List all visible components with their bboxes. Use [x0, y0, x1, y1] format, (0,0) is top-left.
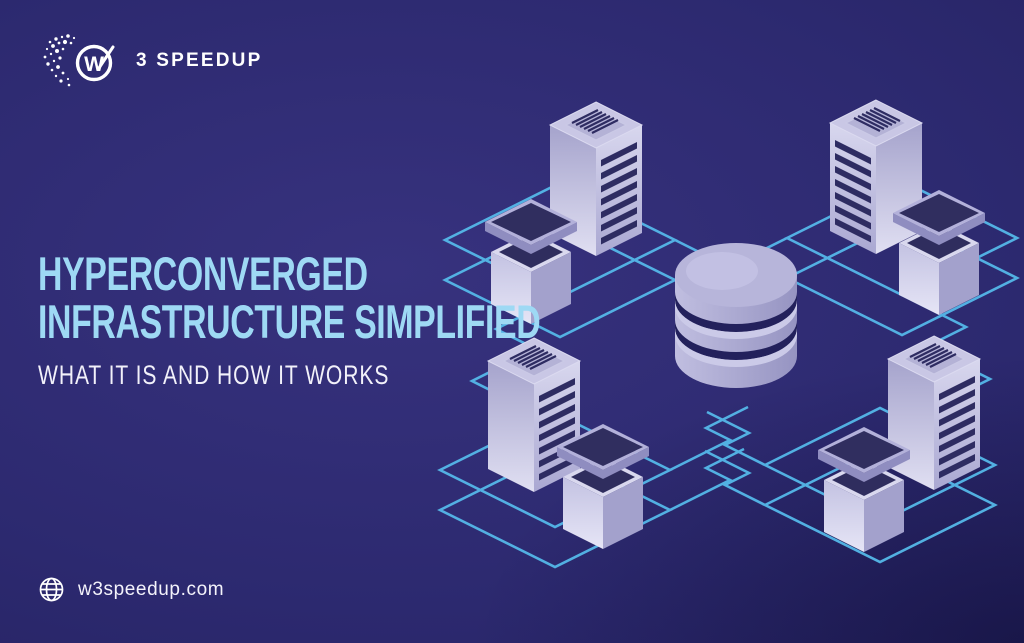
logo-letter: W [84, 53, 104, 76]
page-subtitle: WHAT IT IS AND HOW IT WORKS [38, 360, 390, 390]
chip-node-bottom-left [557, 424, 649, 549]
w3speedup-logo-icon: W [43, 34, 115, 87]
globe-icon [39, 577, 64, 602]
w3speedup-logo: W 3 SPEEDUP [28, 30, 262, 92]
title-line-1: HYPERCONVERGED [38, 247, 368, 300]
footer: w3speedup.com [38, 576, 224, 603]
server-tower-top-right [828, 98, 924, 256]
server-tower-bottom-right [886, 334, 982, 492]
chip-node-top-right [893, 190, 985, 315]
chip-node-bottom-right [818, 427, 910, 552]
brand-name: 3 SPEEDUP [136, 50, 263, 71]
page-title: HYPERCONVERGED INFRASTRUCTURE SIMPLIFIED [38, 247, 541, 348]
title-line-2: INFRASTRUCTURE SIMPLIFIED [38, 295, 541, 348]
database-icon [675, 243, 797, 388]
headline-block: HYPERCONVERGED INFRASTRUCTURE SIMPLIFIED… [38, 250, 736, 391]
website-url: w3speedup.com [78, 578, 225, 600]
